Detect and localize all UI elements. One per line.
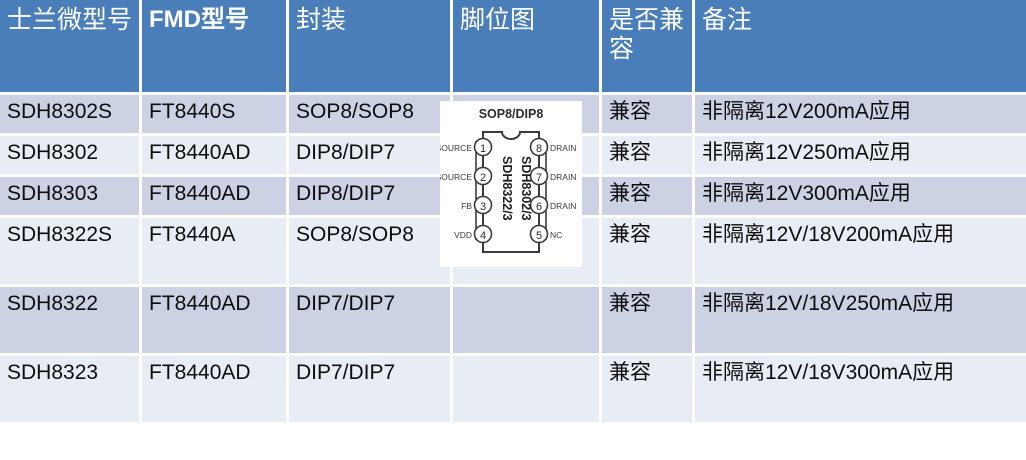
- pin-diagram-image: SOP8/DIP8 1 2: [440, 101, 582, 267]
- cell-silan-model: SDH8302S: [0, 95, 139, 133]
- pin-number-2: 2: [480, 172, 486, 184]
- cell-remark: 非隔离12V/18V250mA应用: [695, 287, 1026, 353]
- pin-number-1: 1: [480, 143, 486, 155]
- cell-silan-model: SDH8322S: [0, 218, 139, 284]
- cell-package: DIP8/DIP7: [289, 177, 450, 215]
- cell-package: DIP7/DIP7: [289, 356, 450, 422]
- cell-fmd-model: FT8440AD: [142, 287, 286, 353]
- cell-remark: 非隔离12V250mA应用: [695, 136, 1026, 174]
- pin-number-8: 8: [536, 143, 542, 155]
- pin-label-7: DRAIN: [550, 172, 576, 182]
- cell-remark: 非隔离12V/18V300mA应用: [695, 356, 1026, 422]
- pin-circle-7: 7: [529, 166, 549, 186]
- cell-silan-model: SDH8302: [0, 136, 139, 174]
- cell-remark: 非隔离12V/18V200mA应用: [695, 218, 1026, 284]
- pin-circle-5: 5: [529, 224, 549, 244]
- cell-fmd-model: FT8440AD: [142, 177, 286, 215]
- table-body: SDH8302S FT8440S SOP8/SOP8 兼容 非隔离12V200m…: [0, 95, 1026, 422]
- package-body-outline: [482, 131, 540, 253]
- cell-compatible: 兼容: [602, 95, 692, 133]
- table-header-row: 士兰微型号 FMD型号 封装 脚位图 是否兼容 备注: [0, 0, 1026, 92]
- cell-compatible: 兼容: [602, 218, 692, 284]
- pin-number-5: 5: [536, 230, 542, 242]
- cell-fmd-model: FT8440AD: [142, 356, 286, 422]
- header-silan-model: 士兰微型号: [0, 0, 139, 92]
- compatibility-table: 士兰微型号 FMD型号 封装 脚位图 是否兼容 备注 SDH8302S FT84…: [0, 0, 1026, 422]
- cell-remark: 非隔离12V300mA应用: [695, 177, 1026, 215]
- cell-fmd-model: FT8440AD: [142, 136, 286, 174]
- cell-package: DIP8/DIP7: [289, 136, 450, 174]
- pin-label-6: DRAIN: [550, 201, 576, 211]
- header-pinout: 脚位图: [453, 0, 599, 92]
- cell-silan-model: SDH8322: [0, 287, 139, 353]
- cell-package: SOP8/SOP8: [289, 95, 450, 133]
- cell-remark: 非隔离12V200mA应用: [695, 95, 1026, 133]
- pin-circle-3: 3: [473, 195, 493, 215]
- pin-label-4: VDD: [454, 230, 472, 240]
- pin-diagram-title-text: SOP8/DIP8: [479, 107, 544, 121]
- cell-package: DIP7/DIP7: [289, 287, 450, 353]
- cell-fmd-model: FT8440S: [142, 95, 286, 133]
- table-row: SDH8322 FT8440AD DIP7/DIP7 兼容 非隔离12V/18V…: [0, 287, 1026, 353]
- table-row: SDH8323 FT8440AD DIP7/DIP7 兼容 非隔离12V/18V…: [0, 356, 1026, 422]
- pin-label-8: DRAIN: [550, 143, 576, 153]
- pin-number-7: 7: [536, 172, 542, 184]
- pin-number-3: 3: [480, 201, 486, 213]
- pin-label-2: SOURCE: [440, 172, 472, 182]
- body-label-right: SDH8302/3: [519, 156, 533, 221]
- pin-label-5: NC: [550, 230, 562, 240]
- cell-compatible: 兼容: [602, 356, 692, 422]
- header-fmd-model: FMD型号: [142, 0, 286, 92]
- pin-label-1: SOURCE: [440, 143, 472, 153]
- pin-circle-2: 2: [473, 166, 493, 186]
- body-label-left: SDH8322/3: [500, 156, 514, 221]
- cell-compatible: 兼容: [602, 287, 692, 353]
- pin-circle-1: 1: [473, 137, 493, 157]
- header-package: 封装: [289, 0, 450, 92]
- cell-silan-model: SDH8303: [0, 177, 139, 215]
- pin-circle-4: 4: [473, 224, 493, 244]
- table-header: 士兰微型号 FMD型号 封装 脚位图 是否兼容 备注: [0, 0, 1026, 92]
- pin-circle-6: 6: [529, 195, 549, 215]
- header-remark: 备注: [695, 0, 1026, 92]
- table-row: SDH8302S FT8440S SOP8/SOP8 兼容 非隔离12V200m…: [0, 95, 1026, 133]
- cell-package: SOP8/SOP8: [289, 218, 450, 284]
- pin-label-3: FB: [461, 201, 472, 211]
- table-row: SDH8302 FT8440AD DIP8/DIP7 兼容 非隔离12V250m…: [0, 136, 1026, 174]
- cell-pinout: [453, 287, 599, 353]
- pin-circle-8: 8: [529, 137, 549, 157]
- pin-number-4: 4: [480, 230, 486, 242]
- cell-compatible: 兼容: [602, 136, 692, 174]
- cell-compatible: 兼容: [602, 177, 692, 215]
- header-compatible: 是否兼容: [602, 0, 692, 92]
- pin-number-6: 6: [536, 201, 542, 213]
- cell-pinout: [453, 356, 599, 422]
- cell-silan-model: SDH8323: [0, 356, 139, 422]
- table-row: SDH8303 FT8440AD DIP8/DIP7 兼容 非隔离12V300m…: [0, 177, 1026, 215]
- cell-fmd-model: FT8440A: [142, 218, 286, 284]
